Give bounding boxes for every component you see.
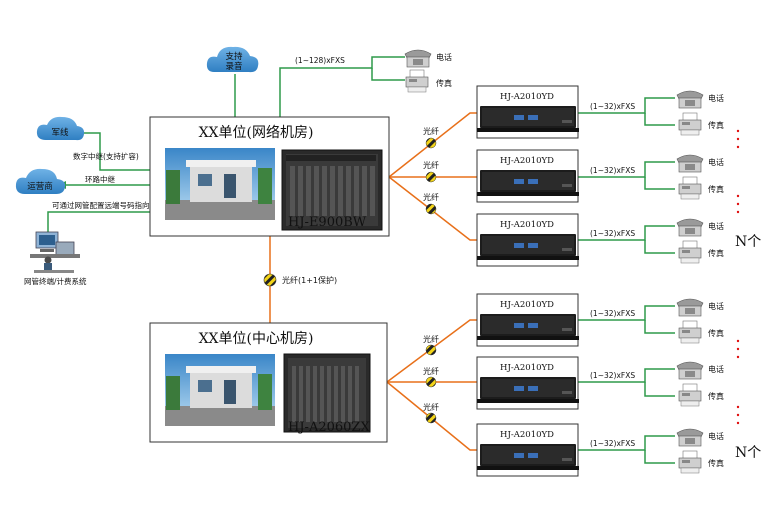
cloud-carrier-label: 运营商 (27, 181, 53, 192)
fiber-connector-icon (425, 203, 437, 215)
unit-center-room: XX单位(中心机房) HJ-A2060ZX (149, 322, 388, 443)
cloud-recording-line1: 支持 (225, 51, 243, 62)
phone-icon (676, 218, 704, 237)
remote-model: HJ-A2010YD (500, 220, 554, 230)
fiber-connector-icon (425, 171, 437, 183)
fiber-connector-icon (425, 376, 437, 388)
fax-icon (678, 383, 702, 407)
top-fxs-label: (1~128)xFXS (295, 56, 345, 65)
nms-terminal-icon (30, 231, 80, 273)
cloud-carrier: 运营商 (15, 168, 66, 194)
unit-network-room-title: XX单位(网络机房) (199, 125, 314, 141)
remote-device: HJ-A2010YD (476, 213, 579, 267)
loop-trunk-label: 环路中继 (85, 174, 115, 184)
digital-trunk-label: 数字中继(支持扩容) (73, 151, 139, 161)
fiber-label: 光纤 (423, 366, 439, 376)
fax-label: 传真 (708, 391, 724, 401)
unit-center-room-model: HJ-A2060ZX (288, 420, 370, 435)
remote-device: HJ-A2010YD (476, 423, 579, 477)
fax-label: 传真 (436, 78, 452, 88)
remote-fxs-label: (1~32)xFXS (590, 309, 635, 318)
fax-icon (678, 176, 702, 200)
backbone-label: 光纤(1+1保护) (282, 275, 337, 285)
fiber-connector-icon (263, 273, 277, 287)
remote-device: HJ-A2010YD (476, 356, 579, 410)
cloud-military-label: 军线 (51, 127, 69, 138)
remote-fxs-labels: (1~32)xFXS (1~32)xFXS (1~32)xFXS (1~32)x… (590, 102, 635, 448)
phone-label: 电话 (708, 364, 724, 374)
ellipsis-dots (736, 129, 740, 425)
fax-label: 传真 (708, 458, 724, 468)
unit-network-room-model: HJ-E900BW (288, 215, 367, 230)
phone-icon (676, 428, 704, 447)
phone-label: 电话 (708, 431, 724, 441)
fiber-label: 光纤 (423, 334, 439, 344)
remote-fxs-label: (1~32)xFXS (590, 229, 635, 238)
fax-icon (678, 450, 702, 474)
remote-fxs-label: (1~32)xFXS (590, 166, 635, 175)
endpoints: 电话 传真 电话 传真 电话 传真 电话 传真 电话 传真 电话 传真 (676, 90, 724, 474)
phone-label: 电话 (708, 93, 724, 103)
unit-center-room-title: XX单位(中心机房) (199, 331, 314, 347)
cloud-recording: 支持 录音 (206, 46, 259, 73)
rack-a2060zx (283, 353, 371, 433)
remote-fxs-label: (1~32)xFXS (590, 439, 635, 448)
phone-label: 电话 (436, 52, 452, 62)
remote-device: HJ-A2010YD (476, 293, 579, 347)
nms-label: 网管终端/计费系统 (24, 276, 87, 286)
remote-model: HJ-A2010YD (500, 363, 554, 373)
fax-icon (678, 112, 702, 136)
remote-routing-label: 可通过网管配置远端号码指向 (52, 200, 150, 210)
fax-icon (678, 320, 702, 344)
cloud-military: 军线 (36, 116, 85, 141)
unit-network-room: XX单位(网络机房) HJ-E900BW (149, 116, 390, 237)
fax-icon (678, 240, 702, 264)
phone-icon (404, 49, 432, 68)
fiber-connector-icon (425, 137, 437, 149)
fiber-connector-icon (425, 412, 437, 424)
fax-label: 传真 (708, 120, 724, 130)
fax-label: 传真 (708, 184, 724, 194)
building-photo (165, 354, 275, 426)
n-count-label: N个 (735, 445, 761, 461)
fax-label: 传真 (708, 328, 724, 338)
rack-e900bw (281, 149, 383, 231)
fiber-group-bottom: 光纤 光纤 光纤 (423, 334, 439, 424)
remote-device: HJ-A2010YD (476, 85, 579, 139)
remote-model: HJ-A2010YD (500, 430, 554, 440)
n-count-label: N个 (735, 234, 761, 250)
remote-model: HJ-A2010YD (500, 300, 554, 310)
remote-model: HJ-A2010YD (500, 156, 554, 166)
phone-icon (676, 90, 704, 109)
cloud-recording-line2: 录音 (225, 61, 243, 72)
fiber-connector-icon (425, 344, 437, 356)
remote-fxs-label: (1~32)xFXS (590, 371, 635, 380)
remote-model: HJ-A2010YD (500, 92, 554, 102)
fiber-group-top: 光纤 光纤 光纤 (423, 126, 439, 215)
fax-icon (405, 69, 429, 93)
phone-icon (676, 361, 704, 380)
phone-label: 电话 (708, 157, 724, 167)
fax-label: 传真 (708, 248, 724, 258)
fiber-label: 光纤 (423, 160, 439, 170)
fiber-label: 光纤 (423, 192, 439, 202)
phone-icon (676, 154, 704, 173)
fiber-label: 光纤 (423, 126, 439, 136)
phone-icon (676, 298, 704, 317)
building-photo (165, 148, 275, 220)
fiber-label: 光纤 (423, 402, 439, 412)
phone-label: 电话 (708, 221, 724, 231)
remote-fxs-label: (1~32)xFXS (590, 102, 635, 111)
remote-device: HJ-A2010YD (476, 149, 579, 203)
phone-label: 电话 (708, 301, 724, 311)
